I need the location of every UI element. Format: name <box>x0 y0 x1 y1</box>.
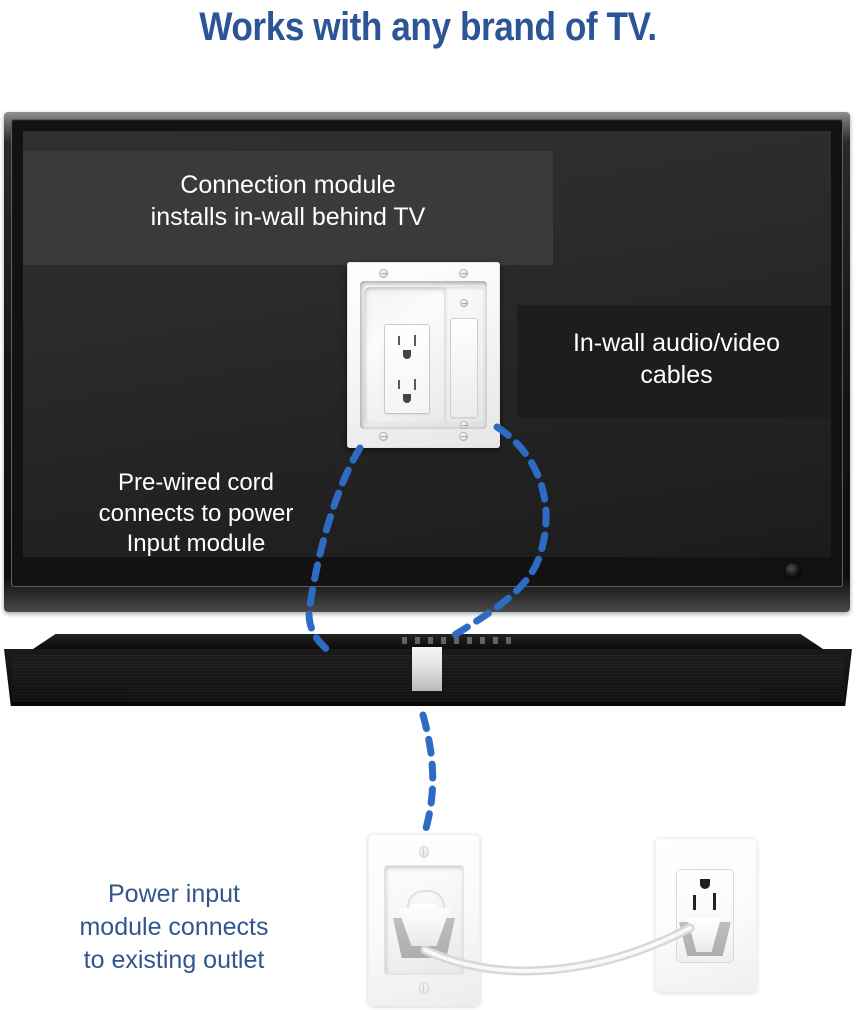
label-power-input-module: Power input module connects to existing … <box>79 880 269 974</box>
ir-sensor-icon <box>785 563 801 579</box>
dashed-cable-bottom <box>419 711 437 836</box>
receptacle-upper <box>385 325 429 369</box>
receptacle-slot-neutral <box>398 380 400 389</box>
label-pre-wired-cord: Pre-wired cord connects to power Input m… <box>98 469 294 557</box>
recessed-connection-module <box>347 262 500 448</box>
label-in-wall-cables: In-wall audio/video cables <box>517 305 831 418</box>
screw-icon <box>379 432 388 441</box>
duplex-receptacle-icon <box>385 325 429 413</box>
wallplate-left-well <box>364 287 448 423</box>
receptacle-ground <box>403 350 411 359</box>
wallplate-recess <box>360 281 487 429</box>
mount-bracket-icon <box>412 647 442 691</box>
receptacle-slot-hot <box>414 379 416 390</box>
receptacle-slot-hot <box>713 893 716 910</box>
receptacle-ground <box>403 394 411 403</box>
wallplate-right-well <box>444 287 484 429</box>
label-connection-module: Connection module installs in-wall behin… <box>23 151 553 265</box>
soundbar <box>4 634 852 706</box>
receptacle-lower <box>385 369 429 413</box>
power-input-module-plate <box>368 834 480 1006</box>
screw-icon <box>419 846 429 858</box>
receptacle-slot-hot <box>414 335 416 346</box>
decora-blank-insert-icon <box>451 319 477 417</box>
screw-icon <box>459 432 468 441</box>
screw-icon <box>460 299 468 307</box>
screw-icon <box>379 269 388 278</box>
soundbar-controls-icon <box>402 637 512 644</box>
tv-screen: Connection module installs in-wall behin… <box>23 131 831 557</box>
existing-wall-outlet-plate <box>655 838 757 992</box>
power-module-recess <box>385 866 463 974</box>
receptacle-slot-neutral <box>398 336 400 345</box>
screw-icon <box>419 982 429 994</box>
screw-icon <box>459 269 468 278</box>
receptacle-icon <box>677 870 733 962</box>
receptacle-ground <box>700 879 710 889</box>
screw-icon <box>460 421 468 429</box>
page-title: Works with any brand of TV. <box>199 5 657 49</box>
receptacle-slot-neutral <box>693 895 696 910</box>
